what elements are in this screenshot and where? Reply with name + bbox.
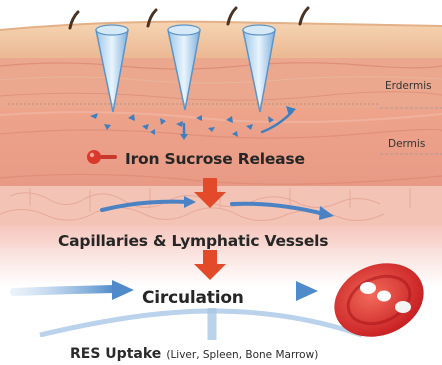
res-organs-label: (Liver, Spleen, Bone Marrow) — [166, 349, 318, 361]
capillaries-lymphatic-label: Capillaries & Lymphatic Vessels — [58, 232, 328, 250]
res-uptake-caption: RES Uptake (Liver, Spleen, Bone Marrow) — [70, 343, 318, 362]
stratum-corneum — [0, 22, 442, 62]
dermis-label: Dermis — [388, 138, 425, 150]
epidermis-label: Erdermis — [385, 80, 432, 92]
circulation-label: Circulation — [142, 288, 244, 308]
iron-sucrose-release-label: Iron Sucrose Release — [125, 150, 305, 168]
res-uptake-label: RES Uptake — [70, 346, 161, 362]
